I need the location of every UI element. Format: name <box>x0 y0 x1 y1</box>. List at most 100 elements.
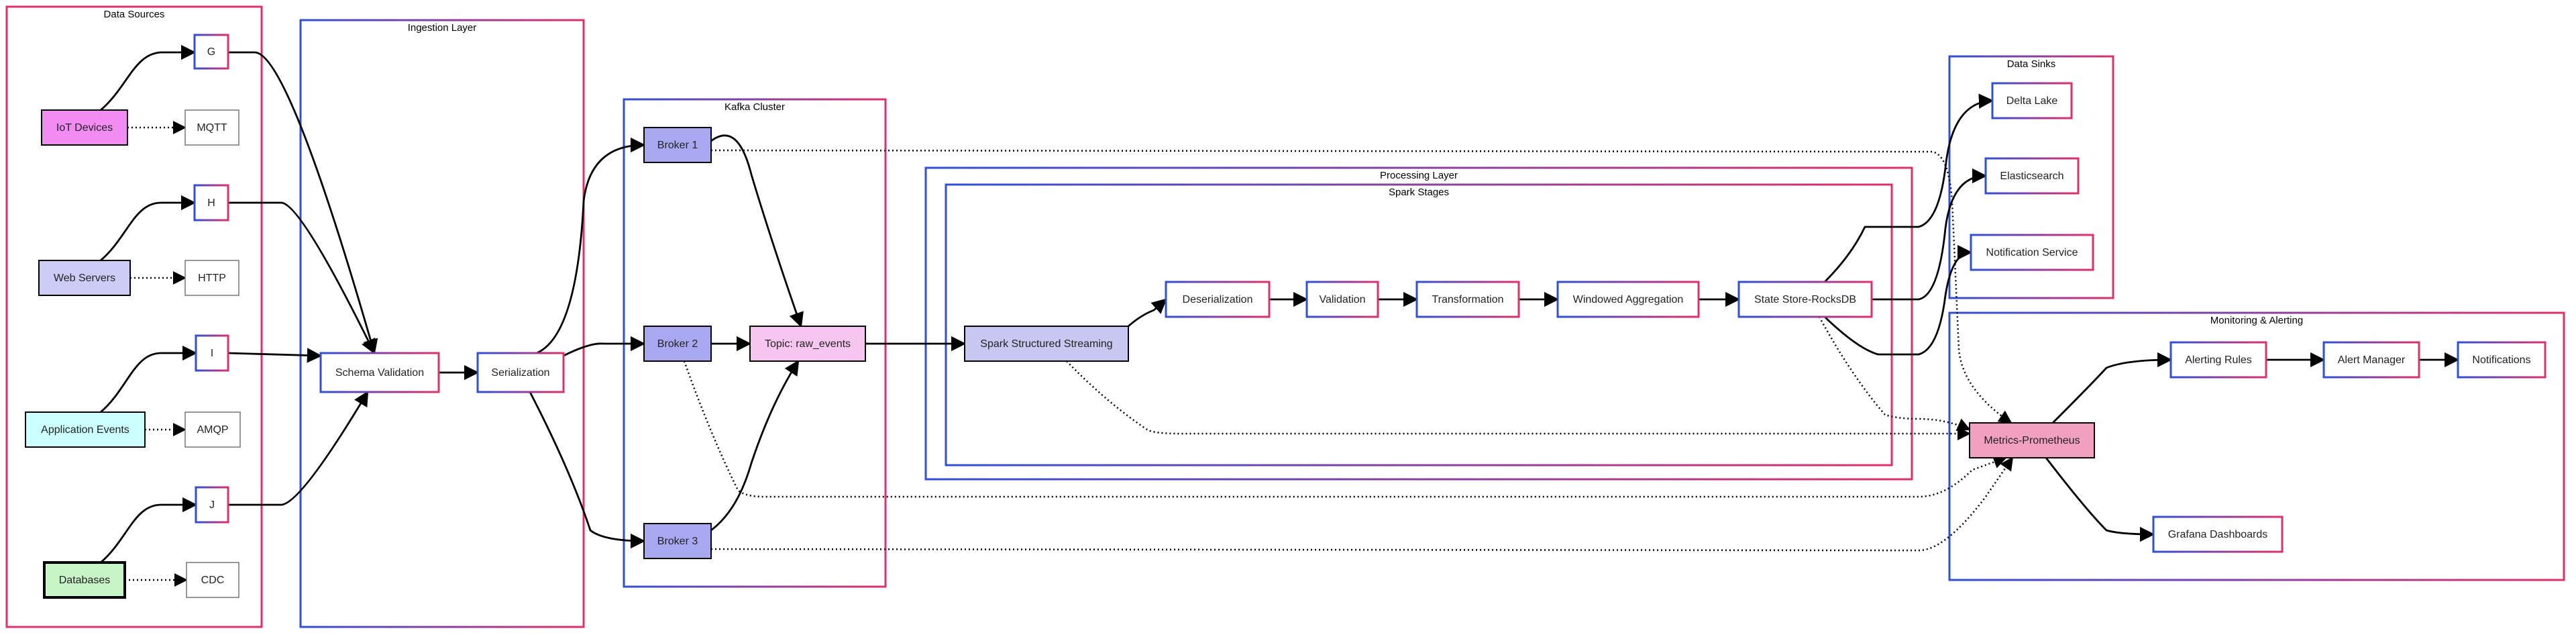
node-rules[interactable]: Alerting Rules <box>2169 341 2267 379</box>
node-app[interactable]: Application Events <box>25 411 146 448</box>
node-label: Elasticsearch <box>2000 170 2063 182</box>
edge-prom-to-rules <box>2052 352 2173 424</box>
edge-G-to-schema <box>228 51 378 355</box>
node-H[interactable]: H <box>193 184 229 222</box>
node-label: Metrics-Prometheus <box>1984 435 2080 446</box>
node-box <box>193 184 229 222</box>
node-b2[interactable]: Broker 2 <box>643 326 712 362</box>
node-amqp[interactable]: AMQP <box>184 411 241 448</box>
node-label: Application Events <box>41 424 129 436</box>
node-notifs[interactable]: Notifications <box>2457 341 2546 379</box>
node-box <box>195 486 229 524</box>
node-box <box>749 326 866 362</box>
cluster-label: Data Sources <box>104 9 165 20</box>
edges-layer <box>100 44 2460 587</box>
node-label: State Store-RocksDB <box>1754 294 1856 305</box>
edge-state-to-prom <box>1818 316 1971 431</box>
edge-state-to-es <box>1872 168 1988 301</box>
node-label: I <box>211 348 213 359</box>
node-prom[interactable]: Metrics-Prometheus <box>1969 422 2095 458</box>
node-transf[interactable]: Transformation <box>1415 281 1520 318</box>
edge-b3-to-topic <box>710 360 800 532</box>
edge-app-to-I <box>100 345 198 413</box>
cluster-label: Monitoring & Alerting <box>2210 315 2303 326</box>
edge-J-to-schema <box>228 391 369 506</box>
cluster-ingestion: Ingestion Layer <box>299 19 585 628</box>
cluster-label: Spark Stages <box>1389 187 1449 198</box>
node-mqtt[interactable]: MQTT <box>184 109 239 146</box>
cluster-border <box>299 19 585 628</box>
node-label: Broker 1 <box>657 140 698 151</box>
node-db[interactable]: Databases <box>43 561 126 599</box>
node-serial[interactable]: Serialization <box>476 352 565 393</box>
node-topic[interactable]: Topic: raw_events <box>749 326 866 362</box>
edge-serial-to-b2 <box>563 336 646 357</box>
node-valid[interactable]: Validation <box>1305 281 1379 318</box>
node-web[interactable]: Web Servers <box>38 260 131 296</box>
node-box <box>2152 516 2284 553</box>
cluster-border <box>924 166 1913 481</box>
node-label: Deserialization <box>1183 294 1253 305</box>
cluster-data-sources: Data Sources <box>5 5 263 628</box>
node-box <box>1737 281 1873 318</box>
cluster-label: Kafka Cluster <box>724 101 785 113</box>
edge-I-to-schema <box>227 348 323 363</box>
node-box <box>319 352 440 393</box>
cluster-border <box>945 183 1893 467</box>
node-J[interactable]: J <box>195 486 229 524</box>
node-notif-svc[interactable]: Notification Service <box>1970 234 2094 271</box>
node-label: Validation <box>1319 294 1365 305</box>
node-box <box>1969 422 2095 458</box>
node-box <box>25 411 146 448</box>
node-box <box>643 127 712 163</box>
node-label: Alert Manager <box>2338 354 2406 366</box>
node-es[interactable]: Elasticsearch <box>1984 157 2080 195</box>
node-schema[interactable]: Schema Validation <box>319 352 440 393</box>
node-box <box>1984 157 2080 195</box>
cluster-label: Processing Layer <box>1380 170 1458 181</box>
node-label: Notifications <box>2472 354 2530 366</box>
node-label: Broker 3 <box>657 536 698 547</box>
cluster-sinks: Data Sinks <box>1948 55 2114 299</box>
node-G[interactable]: G <box>193 34 229 70</box>
node-iot[interactable]: IoT Devices <box>41 109 128 146</box>
node-label: Databases <box>59 575 111 586</box>
node-label: MQTT <box>197 122 227 134</box>
node-cdc[interactable]: CDC <box>186 562 239 598</box>
cluster-border <box>1948 311 2565 581</box>
cluster-border <box>5 5 263 628</box>
node-box <box>184 109 239 146</box>
node-I[interactable]: I <box>195 334 229 372</box>
node-box <box>476 352 565 393</box>
node-box <box>1970 234 2094 271</box>
node-window[interactable]: Windowed Aggregation <box>1556 281 1700 318</box>
cluster-monitoring: Monitoring & Alerting <box>1948 311 2565 581</box>
edge-b1-to-prom <box>710 149 2012 424</box>
node-box <box>195 334 229 372</box>
node-label: Grafana Dashboards <box>2168 529 2268 540</box>
node-delta[interactable]: Delta Lake <box>1991 82 2073 119</box>
node-deser[interactable]: Deserialization <box>1165 281 1271 318</box>
edge-b1-to-topic <box>710 134 804 328</box>
node-grafana[interactable]: Grafana Dashboards <box>2152 516 2284 553</box>
node-label: HTTP <box>198 273 226 284</box>
node-sss[interactable]: Spark Structured Streaming <box>964 326 1129 362</box>
node-label: Broker 2 <box>657 338 698 350</box>
node-label: Web Servers <box>54 273 115 284</box>
node-box <box>1165 281 1271 318</box>
edge-sss-to-prom <box>1066 360 1971 440</box>
node-http[interactable]: HTTP <box>184 260 239 296</box>
edge-db-to-J <box>100 497 198 564</box>
node-b3[interactable]: Broker 3 <box>643 523 712 559</box>
node-box <box>184 411 241 448</box>
node-label: Serialization <box>491 367 549 379</box>
node-box <box>643 326 712 362</box>
node-state[interactable]: State Store-RocksDB <box>1737 281 1873 318</box>
node-b1[interactable]: Broker 1 <box>643 127 712 163</box>
node-label: IoT Devices <box>56 122 113 134</box>
node-am[interactable]: Alert Manager <box>2322 341 2420 379</box>
node-label: Windowed Aggregation <box>1573 294 1684 305</box>
node-label: H <box>207 197 215 209</box>
